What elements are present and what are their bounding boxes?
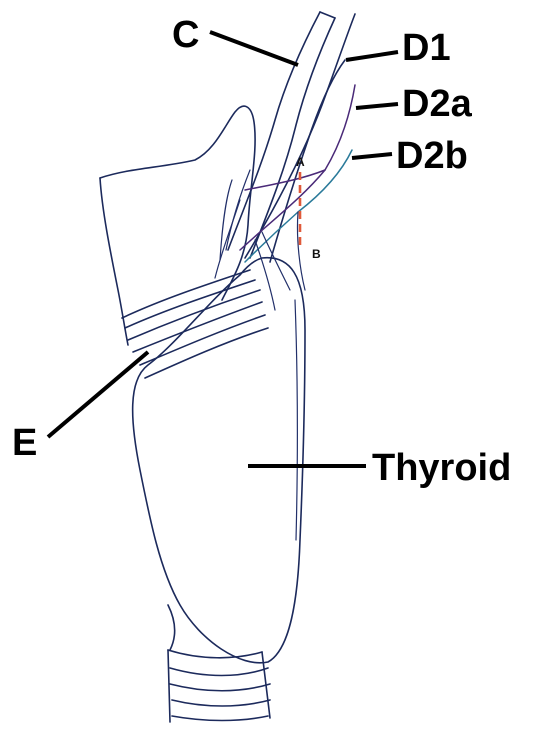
label-thyroid: Thyroid [372,447,511,489]
structure-e [122,270,268,378]
leader-d1 [346,52,398,60]
structure-c [228,12,345,262]
leader-d2a [356,104,398,108]
label-d2b: D2b [396,135,468,177]
label-e: E [12,422,37,464]
leader-c [210,32,298,65]
structure-d1 [215,14,355,278]
label-d2a: D2a [402,83,473,125]
point-a-label: A [296,155,305,169]
label-d1: D1 [402,27,451,69]
label-c: C [172,14,199,56]
leader-d2b [352,154,392,158]
trachea [168,605,270,722]
point-b-label: B [312,247,321,261]
